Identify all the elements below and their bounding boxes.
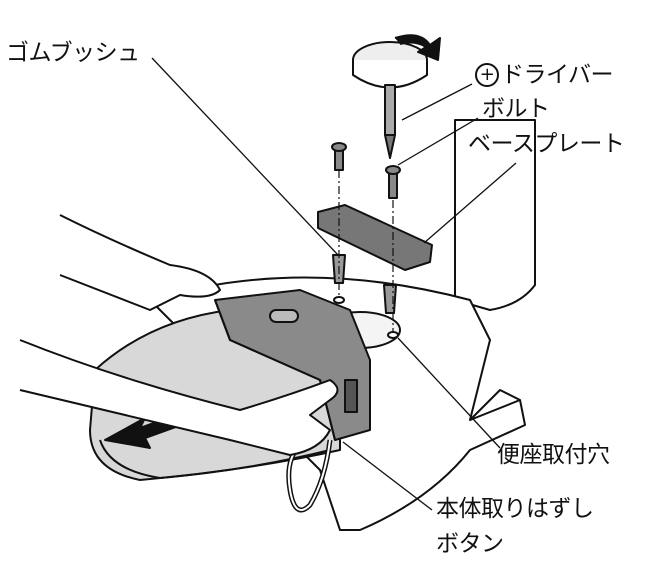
label-seat-mount-hole: 便座取付穴 — [497, 442, 610, 468]
right-hand — [19, 339, 339, 456]
label-release-button-line2: ボタン — [436, 531, 504, 557]
leader-lines — [151, 57, 517, 511]
left-hand — [59, 214, 221, 311]
label-base-plate: ベースプレート — [468, 131, 625, 157]
label-screwdriver: +ドライバー — [475, 62, 614, 88]
label-bolt: ボルト — [482, 96, 550, 122]
base-plate — [317, 204, 433, 271]
screwdriver — [352, 34, 441, 159]
toilet-tank — [454, 119, 536, 311]
label-rubber-bush: ゴムブッシュ — [6, 40, 140, 66]
label-release-button-line1: 本体取りはずし — [436, 496, 594, 522]
label-screwdriver-text: ドライバー — [501, 62, 614, 88]
plus-screwdriver-icon: + — [475, 63, 499, 87]
